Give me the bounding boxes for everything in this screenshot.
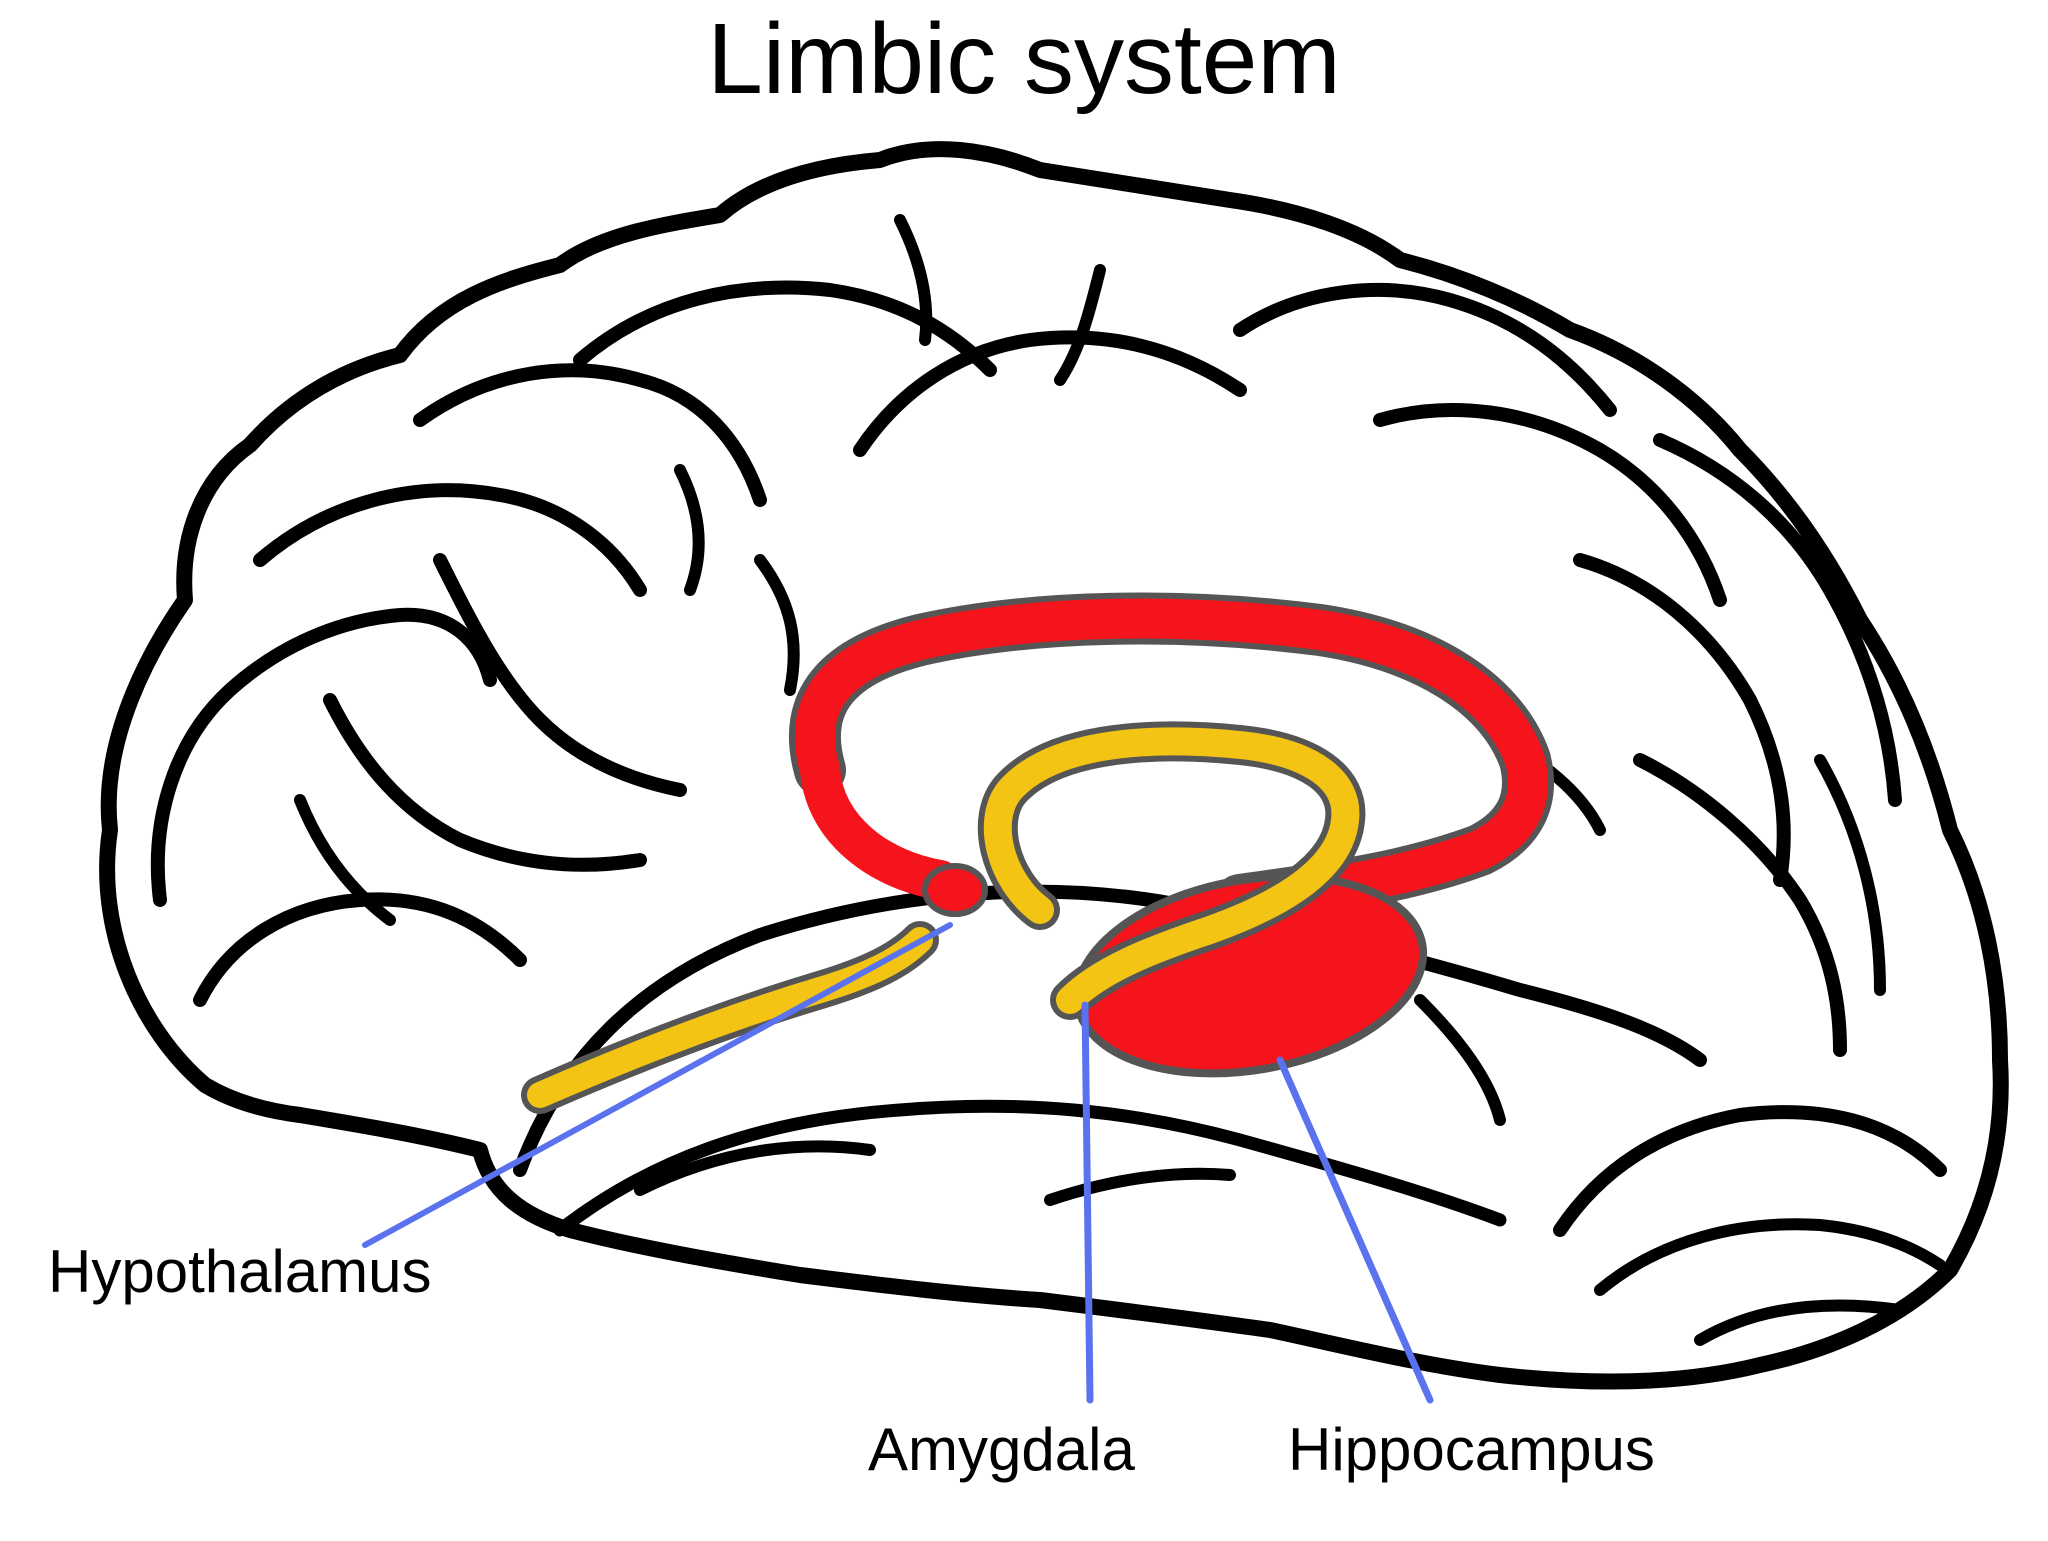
superior-gyrus-4 [1373, 403, 1727, 607]
cerebellum-fold-2 [1694, 1299, 1906, 1346]
sulcus-tick-2 [1054, 264, 1106, 386]
sulcus-tick-3 [674, 464, 705, 596]
frontal-gyrus-5 [433, 553, 687, 797]
superior-gyrus-2 [853, 330, 1247, 457]
temporal-sulcus-1 [553, 1099, 1507, 1237]
superior-gyrus-8 [1814, 754, 1886, 996]
frontal-gyrus-3 [253, 483, 647, 597]
frontal-gyrus-1 [150, 607, 497, 907]
frontal-gyrus-4 [413, 363, 767, 507]
superior-gyrus-6 [1633, 753, 1847, 1057]
sulcus-tick-8 [294, 794, 396, 926]
sulcus-tick-7 [1044, 1167, 1236, 1206]
anterior-red-node [922, 863, 988, 917]
superior-gyrus-7 [1653, 433, 1902, 807]
hippocampus-leader-line [1276, 1056, 1434, 1404]
sulcus-tick-6 [1414, 994, 1506, 1126]
label-hippocampus: Hippocampus [1288, 1416, 1655, 1483]
fornix [983, 727, 1360, 1014]
label-amygdala: Amygdala [868, 1416, 1135, 1483]
superior-gyrus-3 [1233, 283, 1617, 417]
frontal-gyrus-6 [323, 693, 647, 872]
label-hypothalamus: Hypothalamus [48, 1238, 432, 1305]
cingulate-gyrus [795, 598, 1548, 920]
cerebellum-fold-1 [1594, 1218, 1946, 1296]
superior-gyrus-5 [1573, 553, 1791, 887]
hypothalamus-tract [527, 927, 933, 1108]
cingulate-anterior [800, 750, 960, 900]
temporal-sulcus-2 [634, 1140, 876, 1196]
diagram-title: Limbic system [707, 3, 1341, 115]
superior-gyrus-1 [573, 280, 997, 377]
cerebellum-outline [1553, 1105, 1947, 1237]
hypothalamus-leader-line [362, 922, 953, 1248]
sulcus-tick-1 [894, 214, 933, 346]
amygdala-leader-line [1081, 1001, 1094, 1404]
temporal-lobe-outline [513, 884, 1707, 1177]
sulcus-tick-4 [754, 554, 800, 696]
